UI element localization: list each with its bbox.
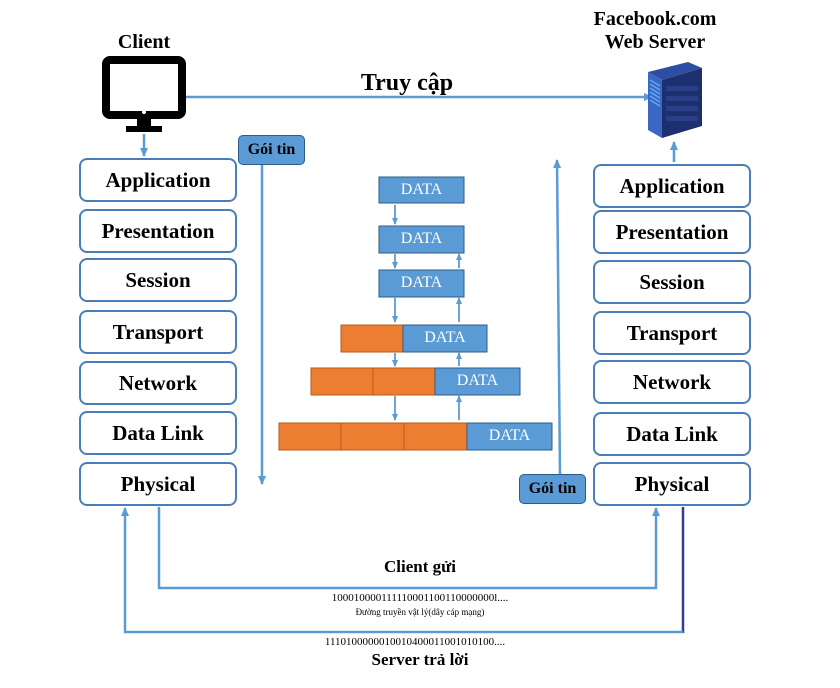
client-layer-presentation: Presentation (79, 209, 237, 253)
bits-sent: 100010000111110001100110000000l.... (331, 592, 509, 604)
data-box (434, 367, 521, 396)
server-layer-application: Application (593, 164, 751, 208)
medium-label: Đường truyền vật lý(dây cáp mạng) (355, 607, 485, 617)
data-box (466, 422, 553, 451)
data-label: DATA (424, 329, 466, 346)
decapsulation-up-arrow (553, 159, 562, 477)
data-box (378, 225, 465, 254)
client-layer-data-link: Data Link (79, 411, 237, 455)
header-box (310, 367, 374, 396)
monitor-icon (102, 56, 186, 132)
data-label: DATA (400, 274, 443, 291)
server-layer-presentation: Presentation (593, 210, 751, 254)
header-box (278, 422, 342, 451)
data-label: DATA (400, 230, 443, 247)
server-reply-path (121, 507, 683, 634)
client-layer-session: Session (79, 258, 237, 302)
client-title: Client (117, 31, 171, 53)
header-box (403, 422, 468, 451)
data-box (378, 269, 465, 298)
server-layer-network: Network (593, 360, 751, 404)
client-layer-transport: Transport (79, 310, 237, 354)
client-layer-application: Application (79, 158, 237, 202)
server-title-line1: Facebook.com (593, 8, 717, 30)
server-icon (648, 62, 702, 138)
packet-tag-left: Gói tin (238, 135, 305, 165)
data-box (402, 324, 488, 353)
data-label: DATA (488, 427, 531, 444)
server-layer-physical: Physical (593, 462, 751, 506)
client-layer-network: Network (79, 361, 237, 405)
header-box (372, 367, 436, 396)
server-layer-data-link: Data Link (593, 412, 751, 456)
packet-tag-right: Gói tin (519, 474, 586, 504)
header-box (340, 422, 405, 451)
data-label: DATA (456, 372, 499, 389)
client-layer-physical: Physical (79, 462, 237, 506)
server-layer-session: Session (593, 260, 751, 304)
server-title-line2: Web Server (604, 31, 706, 53)
data-label: DATA (400, 181, 443, 198)
server-reply-label: Server trả lời (371, 650, 469, 669)
data-box (378, 176, 465, 204)
header-box (340, 324, 404, 353)
encapsulation-stack (278, 176, 553, 451)
client-send-path (157, 507, 660, 590)
access-label: Truy cập (360, 70, 454, 96)
bits-received: 1110100000010010400011001010100.... (324, 636, 506, 648)
server-layer-transport: Transport (593, 311, 751, 355)
server-title: Facebook.com Web Server (570, 8, 740, 54)
client-send-label: Client gửi (383, 557, 457, 576)
